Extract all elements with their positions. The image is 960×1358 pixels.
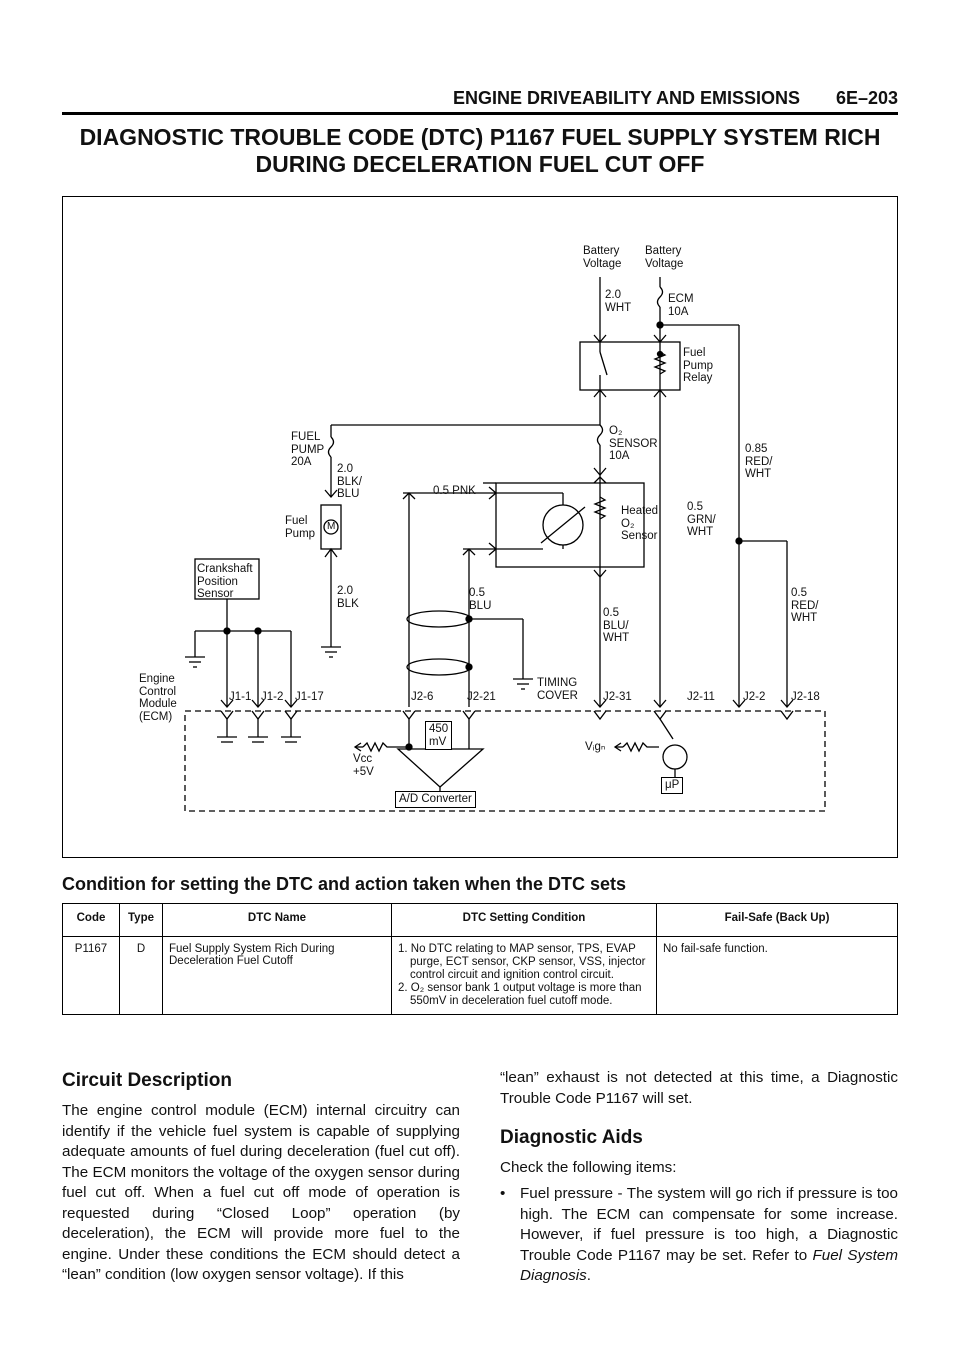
- fuel-pump-relay-label: Fuel Pump Relay: [683, 347, 714, 384]
- cell-dtc-name: Fuel Supply System Rich During Decelerat…: [162, 936, 392, 1015]
- circuit-description-continued: “lean” exhaust is not detected at this t…: [500, 1069, 898, 1107]
- fuel-system-diagnosis-link[interactable]: Fuel System Diagnosis: [520, 1246, 898, 1285]
- page-title-line1: DIAGNOSTIC TROUBLE CODE (DTC) P1167 FUEL…: [79, 124, 881, 150]
- motor-icon: M: [327, 521, 336, 532]
- dtc-table: Code Type DTC Name DTC Setting Condition…: [62, 903, 898, 1015]
- page-number: 6E–203: [835, 88, 898, 108]
- cell-fail-safe: No fail-safe function.: [656, 936, 898, 1015]
- page-title: DIAGNOSTIC TROUBLE CODE (DTC) P1167 FUEL…: [62, 124, 898, 178]
- wire-2-0-wht-label: 2.0 WHT: [605, 289, 632, 314]
- wiring-diagram-lines: [184, 277, 826, 812]
- condition-heading: Condition for setting the DTC and action…: [62, 874, 627, 894]
- cell-type: D: [119, 936, 163, 1015]
- header-code: Code: [62, 903, 120, 937]
- header-setting-condition: DTC Setting Condition: [391, 903, 657, 937]
- table-header-row: Code Type DTC Name DTC Setting Condition…: [62, 903, 898, 937]
- pin-j1-1: J1-1: [229, 691, 252, 703]
- pin-j2-6: J2-6: [411, 691, 434, 703]
- o2-sensor-fuse-label: O₂ SENSOR 10A: [609, 425, 658, 462]
- diagnostic-aids-heading: Diagnostic Aids: [500, 1127, 643, 1148]
- pin-j2-11: J2-11: [687, 691, 715, 703]
- header-fail-safe: Fail-Safe (Back Up): [656, 903, 898, 937]
- wire-blk-blu-label: 2.0 BLK/ BLU: [337, 463, 362, 500]
- pin-j2-21: J2-21: [467, 691, 496, 703]
- crankshaft-sensor-label: Crankshaft Position Sensor: [197, 563, 253, 600]
- pin-j1-17: J1-17: [295, 691, 324, 703]
- page-header: ENGINE DRIVEABILITY AND EMISSIONS 6E–203: [62, 84, 898, 115]
- vcc-label: Vcc +5V: [353, 753, 374, 778]
- bullet-text: Fuel pressure - The system will go rich …: [520, 1185, 898, 1264]
- fuel-pump-fuse-label: FUEL PUMP 20A: [291, 431, 325, 468]
- header-type: Type: [119, 903, 163, 937]
- wire-red-wht-05-label: 0.5 RED/ WHT: [791, 587, 819, 624]
- section-title: ENGINE DRIVEABILITY AND EMISSIONS: [452, 88, 800, 108]
- battery-voltage-label-1: Battery Voltage: [583, 245, 622, 270]
- microprocessor-label: μP: [661, 777, 684, 794]
- diagnostic-aids-intro: Check the following items:: [500, 1159, 677, 1176]
- bullet-end: .: [586, 1267, 591, 1284]
- ecm-label: Engine Control Module (ECM): [139, 673, 177, 723]
- timing-cover-label: TIMING COVER: [537, 677, 578, 702]
- circuit-description-text: The engine control module (ECM) internal…: [62, 1102, 460, 1283]
- diagnostic-aids-bullet: • Fuel pressure - The system will go ric…: [500, 1184, 898, 1287]
- pin-j2-18: J2-18: [791, 691, 820, 703]
- condition-item-2: 2. O₂ sensor bank 1 output voltage is mo…: [398, 982, 642, 1007]
- page-title-line2: DURING DECELERATION FUEL CUT OFF: [255, 151, 705, 177]
- 450mv-label: 450 mV: [425, 721, 453, 750]
- ad-converter-label: A/D Converter: [395, 791, 476, 808]
- bullet-icon: •: [500, 1185, 506, 1202]
- circuit-description-heading: Circuit Description: [62, 1070, 232, 1091]
- fuel-pump-label: Fuel Pump: [285, 515, 316, 540]
- pin-j1-2: J1-2: [261, 691, 284, 703]
- pin-j2-31: J2-31: [603, 691, 632, 703]
- wire-blu-label: 0.5 BLU: [469, 587, 492, 612]
- battery-voltage-label-2: Battery Voltage: [645, 245, 684, 270]
- wiring-diagram: Battery Voltage Battery Voltage 2.0 WHT …: [62, 196, 898, 858]
- ecm-fuse-label: ECM 10A: [668, 293, 694, 318]
- cell-code: P1167: [62, 936, 120, 1015]
- wire-2-0-blk-label: 2.0 BLK: [337, 585, 359, 610]
- wire-red-wht-085-label: 0.85 RED/ WHT: [745, 443, 773, 480]
- condition-item-1: 1. No DTC relating to MAP sensor, TPS, E…: [398, 943, 646, 981]
- wire-grn-wht-label: 0.5 GRN/ WHT: [687, 501, 716, 538]
- header-dtc-name: DTC Name: [162, 903, 392, 937]
- vign-label: Vᵢgₙ: [585, 741, 606, 753]
- table-row: P1167 D Fuel Supply System Rich During D…: [62, 936, 898, 1015]
- wire-pnk-label: 0.5 PNK: [433, 485, 476, 497]
- pin-j2-2: J2-2: [743, 691, 766, 703]
- cell-setting-condition: 1. No DTC relating to MAP sensor, TPS, E…: [391, 936, 657, 1015]
- wire-blu-wht-label: 0.5 BLU/ WHT: [603, 607, 630, 644]
- heated-o2-sensor-label: Heated O₂ Sensor: [621, 505, 659, 542]
